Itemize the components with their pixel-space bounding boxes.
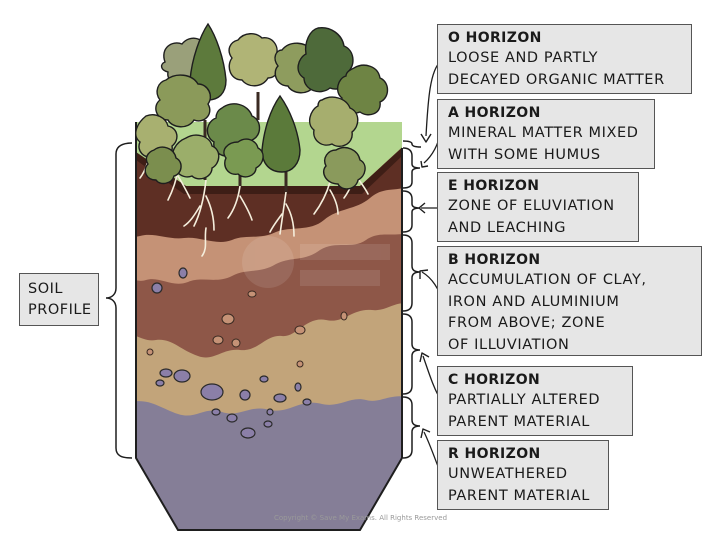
bracket-c [402,313,421,395]
bracket-o [402,140,422,148]
horizon-brackets [402,140,422,459]
c-horizon-label: C HORIZON PARTIALLY ALTERED PARENT MATER… [437,366,633,436]
r-horizon-title: R HORIZON [448,446,541,462]
b-horizon-desc-line3: FROM ABOVE; ZONE [448,315,606,331]
e-horizon-desc-line2: AND LEACHING [448,219,567,236]
c-horizon-title: C HORIZON [448,372,541,388]
trees [135,22,389,192]
e-horizon-title: E HORIZON [448,178,540,194]
soil-profile-line2: PROFILE [28,302,92,318]
b-horizon-title: B HORIZON [448,252,541,268]
bracket-e [402,190,421,233]
soil-profile-label: SOIL PROFILE [19,273,99,326]
c-horizon-desc-line1: PARTIALLY ALTERED [448,392,601,408]
o-horizon-label: O HORIZON LOOSE AND PARTLY DECAYED ORGAN… [437,24,692,94]
r-horizon-desc-line2: PARENT MATERIAL [448,487,590,504]
soil-profile-line1: SOIL [28,281,63,297]
o-horizon-desc-line1: LOOSE AND PARTLY [448,50,599,66]
a-horizon-title: A HORIZON [448,105,541,121]
soil-column [136,122,402,530]
b-horizon-desc-line1: ACCUMULATION OF CLAY, [448,272,647,288]
a-horizon-desc-line1: MINERAL MATTER MIXED [448,125,639,141]
stones [151,267,312,439]
r-horizon-desc-line1: UNWEATHERED [448,466,568,482]
a-horizon-desc-line2: WITH SOME HUMUS [448,146,601,163]
e-horizon-label: E HORIZON ZONE OF ELUVIATION AND LEACHIN… [437,172,639,242]
a-horizon-label: A HORIZON MINERAL MATTER MIXED WITH SOME… [437,99,655,169]
bracket-b [402,234,421,312]
bracket-r [402,396,421,459]
b-horizon-desc-line4: OF ILLUVIATION [448,336,570,353]
arrowheads [418,133,432,439]
column-outline [135,122,403,531]
soil-profile-brace [105,142,133,459]
o-horizon-desc-line2: DECAYED ORGANIC MATTER [448,71,665,88]
copyright-notice: Copyright © Save My Exams. All Rights Re… [273,514,448,522]
watermark-logo [242,236,390,288]
pebbles [146,290,348,368]
c-horizon-desc-line2: PARENT MATERIAL [448,413,590,430]
bracket-a [402,147,421,189]
r-horizon-label: R HORIZON UNWEATHERED PARENT MATERIAL [437,440,609,510]
e-horizon-desc-line1: ZONE OF ELUVIATION [448,198,615,214]
b-horizon-desc-line2: IRON AND ALUMINIUM [448,293,620,310]
o-horizon-title: O HORIZON [448,30,542,46]
b-horizon-label: B HORIZON ACCUMULATION OF CLAY, IRON AND… [437,246,702,356]
